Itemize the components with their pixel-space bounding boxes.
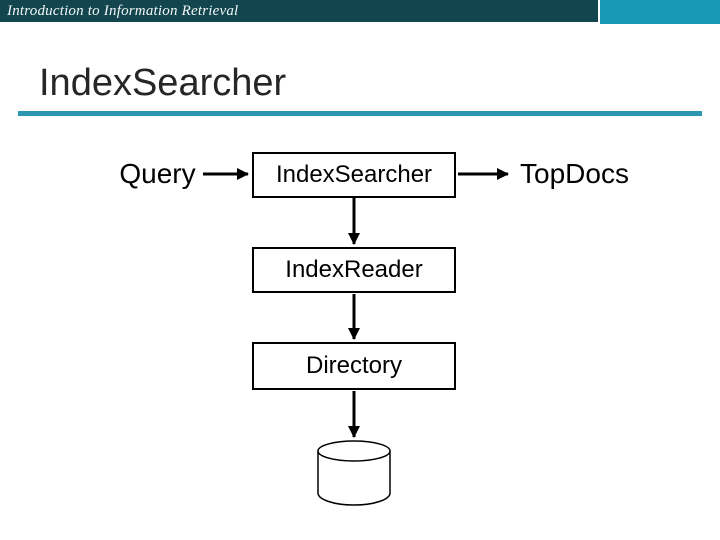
header-accent-block xyxy=(600,0,720,24)
indexreader-box: IndexReader xyxy=(252,247,456,293)
topdocs-label: TopDocs xyxy=(520,158,629,189)
query-label: Query xyxy=(119,158,196,189)
indexreader-box-label: IndexReader xyxy=(285,256,423,283)
indexsearcher-box: IndexSearcher xyxy=(252,152,456,198)
database-cylinder-icon xyxy=(317,440,391,506)
header-bar: Introduction to Information Retrieval xyxy=(0,0,598,22)
title-underline-rule xyxy=(18,111,702,116)
directory-box: Directory xyxy=(252,342,456,390)
directory-box-label: Directory xyxy=(305,352,402,379)
header-title: Introduction to Information Retrieval xyxy=(7,3,239,19)
slide-title: IndexSearcher xyxy=(39,62,287,104)
indexsearcher-box-label: IndexSearcher xyxy=(275,161,433,188)
